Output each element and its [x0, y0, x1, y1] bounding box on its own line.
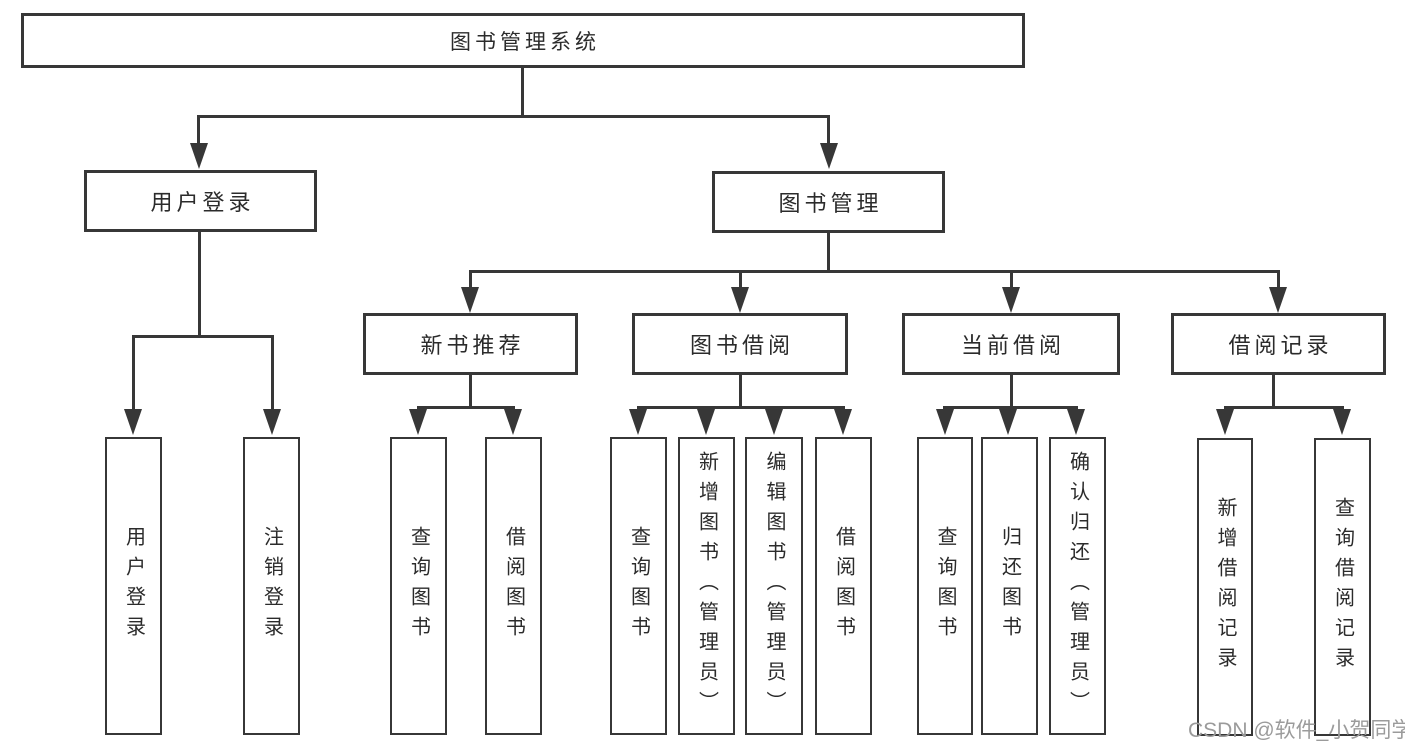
leaf-add-borrow-record-label: 新增借阅记录	[1214, 497, 1236, 677]
leaf-add-book-admin: 新增图书（管理员）	[678, 437, 735, 735]
connector-borrow-records-branch	[1224, 406, 1344, 409]
node-new-book-rec-label: 新书推荐	[420, 333, 525, 358]
arrowhead-book-borrow	[731, 287, 749, 313]
node-current-borrow: 当前借阅	[902, 313, 1120, 375]
arrowhead-user-login	[190, 143, 208, 169]
connector-current-borrow-branch	[943, 406, 1078, 409]
arrowhead-borrow-records	[1269, 287, 1287, 313]
leaf-add-borrow-record: 新增借阅记录	[1197, 438, 1253, 736]
connector-current-borrow-trunk	[1010, 375, 1013, 408]
connector-book-mgmt-branch	[469, 270, 1280, 273]
leaf-query-books-current-label: 查询图书	[934, 526, 956, 646]
connector-book-mgmt-trunk	[827, 233, 830, 273]
leaf-query-borrow-record-label: 查询借阅记录	[1331, 497, 1354, 677]
node-book-mgmt-label: 图书管理	[778, 191, 883, 216]
arrowhead-leaf-user-login	[124, 409, 142, 435]
arrowhead-leaf-query-books-borrow	[629, 409, 647, 435]
connector-stem-new-book-rec	[469, 270, 472, 290]
arrowhead-leaf-add-book	[697, 409, 715, 435]
leaf-user-login-label: 用户登录	[122, 526, 145, 646]
node-borrow-records-label: 借阅记录	[1228, 333, 1333, 358]
arrowhead-book-mgmt	[820, 143, 838, 169]
connector-stem-user-login	[197, 115, 200, 147]
leaf-logout: 注销登录	[243, 437, 300, 735]
connector-new-book-rec-branch	[417, 406, 515, 409]
leaf-query-books-borrow: 查询图书	[610, 437, 667, 735]
arrowhead-leaf-confirm-return	[1067, 409, 1085, 435]
leaf-borrow-books-rec: 借阅图书	[485, 437, 542, 735]
arrowhead-leaf-query-books-rec	[409, 409, 427, 435]
node-book-borrow: 图书借阅	[632, 313, 848, 375]
leaf-add-book-admin-label: 新增图书（管理员）	[695, 451, 718, 721]
leaf-query-books-rec: 查询图书	[390, 437, 447, 735]
leaf-logout-label: 注销登录	[260, 526, 283, 646]
arrowhead-current-borrow	[1002, 287, 1020, 313]
node-user-login-label: 用户登录	[150, 190, 255, 215]
connector-user-login-trunk	[198, 232, 201, 338]
node-root: 图书管理系统	[21, 13, 1025, 68]
connector-stem-book-borrow	[739, 270, 742, 290]
connector-new-book-rec-trunk	[469, 375, 472, 408]
arrowhead-leaf-add-borrow-record	[1216, 409, 1234, 435]
arrowhead-leaf-logout	[263, 409, 281, 435]
connector-borrow-records-trunk	[1272, 375, 1275, 408]
leaf-confirm-return-admin: 确认归还（管理员）	[1049, 437, 1106, 735]
leaf-query-books-borrow-label: 查询图书	[627, 526, 650, 646]
leaf-return-book-label: 归还图书	[998, 526, 1021, 646]
arrowhead-new-book-rec	[461, 287, 479, 313]
node-book-mgmt: 图书管理	[712, 171, 945, 233]
node-new-book-rec: 新书推荐	[363, 313, 578, 375]
leaf-user-login: 用户登录	[105, 437, 162, 735]
watermark: CSDN @软件_小贺同学	[1188, 719, 1405, 742]
leaf-borrow-books: 借阅图书	[815, 437, 872, 735]
leaf-borrow-books-label: 借阅图书	[832, 526, 855, 646]
leaf-query-books-rec-label: 查询图书	[407, 526, 430, 646]
connector-root-trunk	[521, 68, 524, 118]
connector-book-borrow-branch	[637, 406, 845, 409]
arrowhead-leaf-edit-book	[765, 409, 783, 435]
leaf-return-book: 归还图书	[981, 437, 1038, 735]
leaf-confirm-return-admin-label: 确认归还（管理员）	[1066, 451, 1089, 721]
arrowhead-leaf-return-book	[999, 409, 1017, 435]
arrowhead-leaf-query-books-current	[936, 409, 954, 435]
node-user-login: 用户登录	[84, 170, 317, 232]
leaf-query-borrow-record: 查询借阅记录	[1314, 438, 1371, 736]
connector-stem-current-borrow	[1010, 270, 1013, 290]
connector-stem-leaf-logout	[271, 335, 274, 413]
connector-user-login-branch	[132, 335, 274, 338]
node-current-borrow-label: 当前借阅	[960, 333, 1065, 358]
leaf-query-books-current: 查询图书	[917, 437, 973, 735]
connector-root-branch	[197, 115, 830, 118]
leaf-edit-book-admin: 编辑图书（管理员）	[745, 437, 803, 735]
arrowhead-leaf-borrow-books	[834, 409, 852, 435]
leaf-borrow-books-rec-label: 借阅图书	[502, 526, 525, 646]
node-book-borrow-label: 图书借阅	[689, 333, 794, 358]
node-borrow-records: 借阅记录	[1171, 313, 1386, 375]
leaf-edit-book-admin-label: 编辑图书（管理员）	[763, 451, 785, 721]
arrowhead-leaf-query-borrow-record	[1333, 409, 1351, 435]
connector-stem-borrow-records	[1277, 270, 1280, 290]
connector-stem-book-mgmt	[827, 115, 830, 147]
connector-stem-leaf-user-login	[132, 335, 135, 413]
arrowhead-leaf-borrow-books-rec	[504, 409, 522, 435]
connector-book-borrow-trunk	[739, 375, 742, 408]
node-root-label: 图书管理系统	[450, 30, 600, 54]
